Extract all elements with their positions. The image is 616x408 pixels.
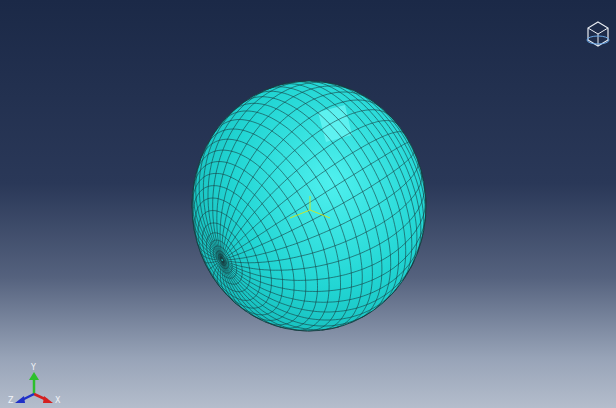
sphere-body — [192, 81, 426, 331]
sphere-outline — [192, 81, 426, 331]
mesh-lines — [192, 81, 426, 331]
view-cube — [587, 22, 609, 46]
axis-triad — [15, 372, 53, 403]
highlight-patch — [318, 105, 352, 142]
axis-label: Z — [8, 396, 13, 405]
axis-label: Y — [31, 363, 36, 372]
axis-label: X — [55, 396, 60, 405]
local-csys — [290, 196, 330, 218]
